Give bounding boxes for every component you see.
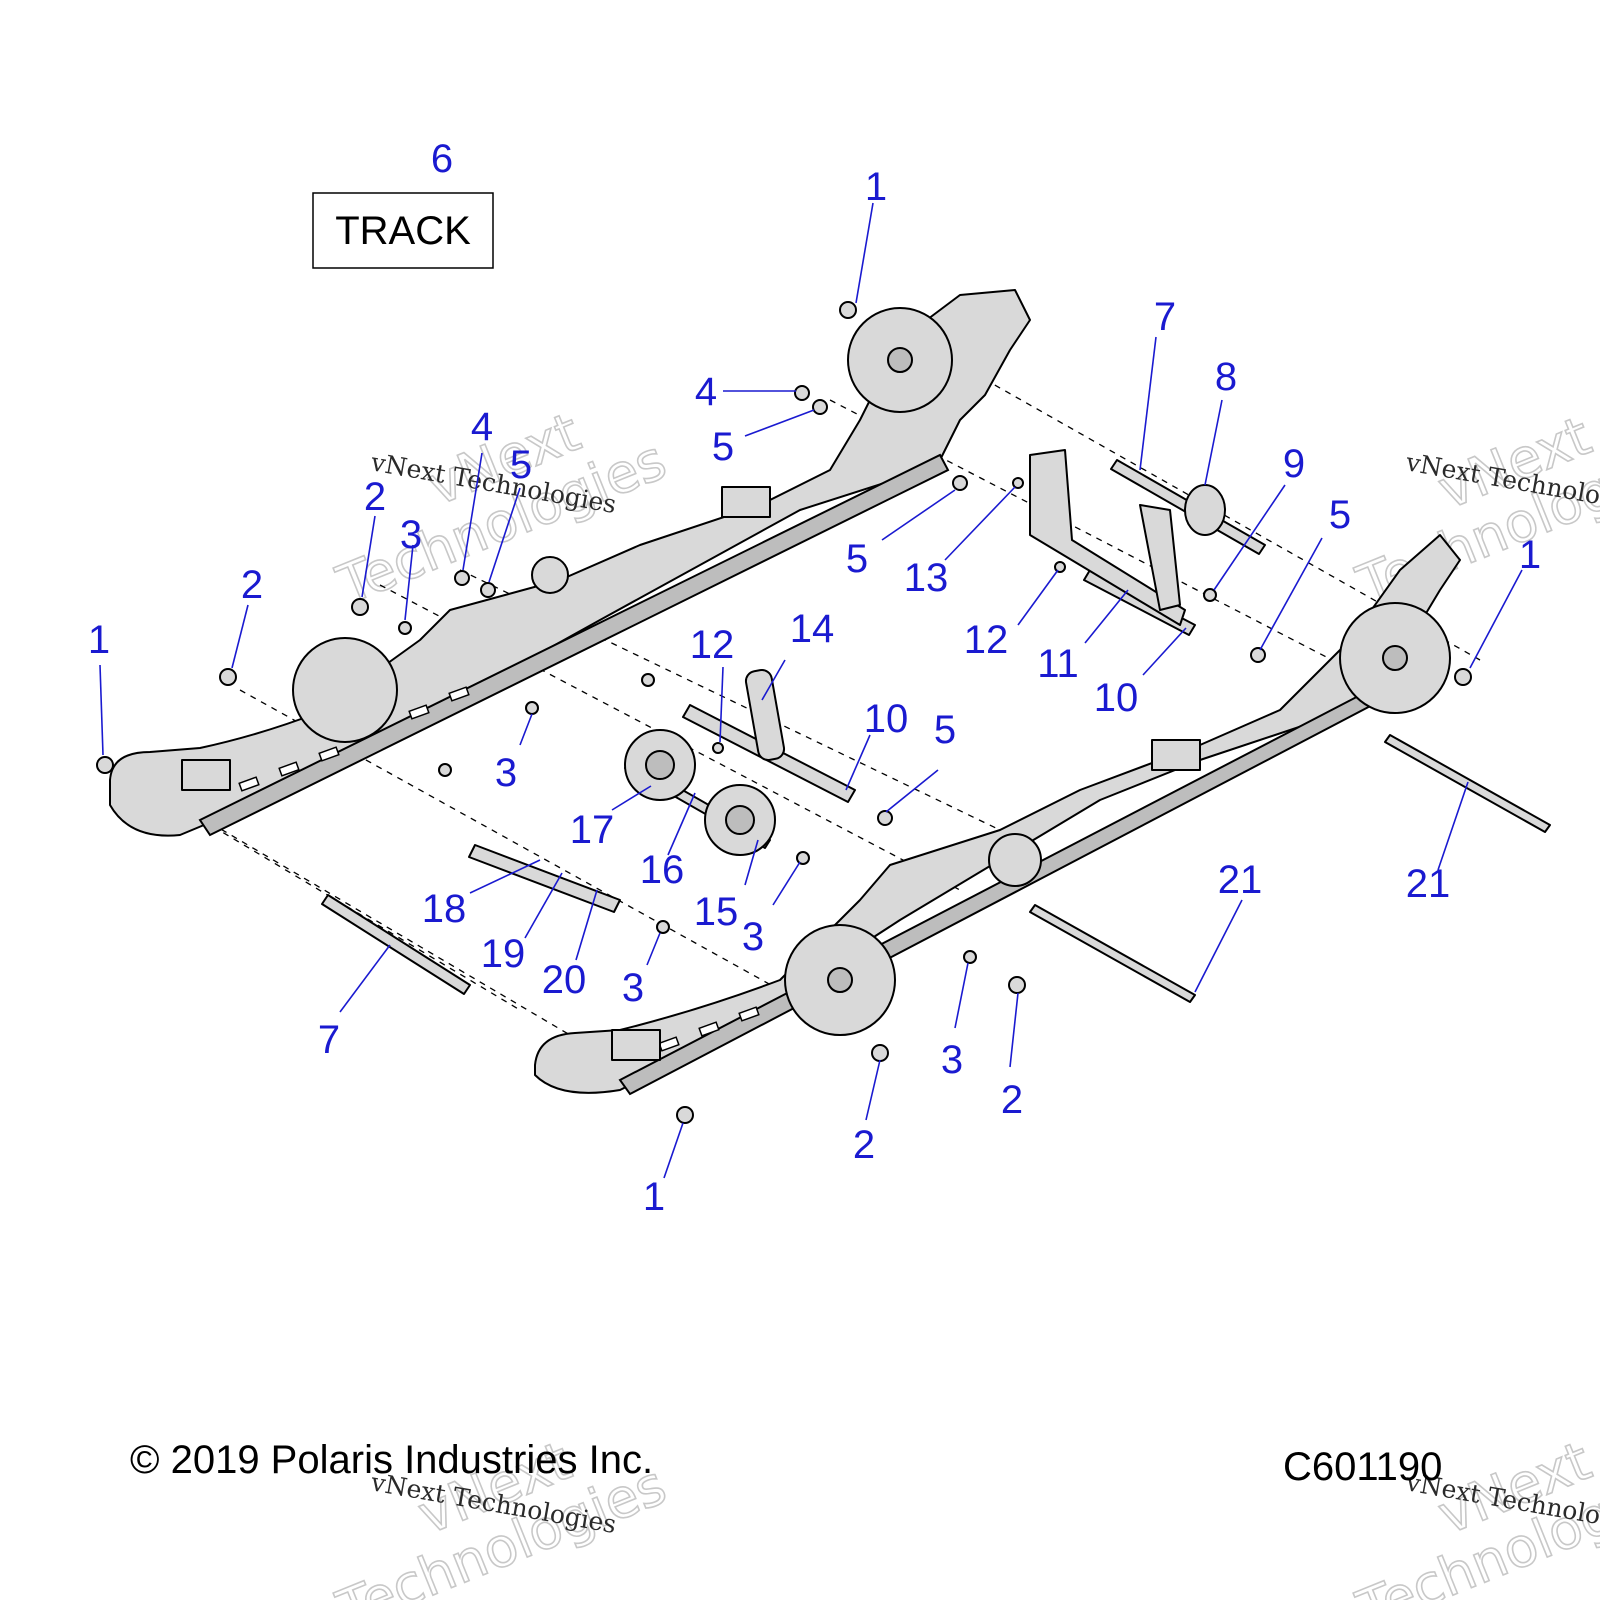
callout-21: 21 [1406, 862, 1451, 906]
callout-10: 10 [864, 697, 909, 741]
left-rail [109, 289, 1031, 837]
callout-12: 12 [964, 618, 1009, 662]
callout-5: 5 [510, 443, 532, 487]
washer [480, 582, 496, 598]
callout-3: 3 [400, 513, 422, 557]
left-rail-tip-block [181, 759, 231, 791]
right-rail-idler [988, 833, 1042, 887]
footer: © 2019 Polaris Industries Inc. C601190 [130, 1438, 1442, 1489]
callout-18: 18 [422, 887, 467, 931]
leader-lines [99, 202, 1523, 1179]
callout-9: 9 [1283, 442, 1305, 486]
rod-21-center [1029, 904, 1196, 1003]
shaft-7-lower [321, 894, 471, 995]
callout-19: 19 [481, 932, 526, 976]
copyright-text: © 2019 Polaris Industries Inc. [130, 1438, 653, 1482]
washer [963, 950, 977, 964]
washer [656, 920, 670, 934]
callout-16: 16 [640, 848, 685, 892]
callout-3: 3 [495, 751, 517, 795]
callout-14: 14 [790, 607, 835, 651]
bolt-head [871, 1044, 889, 1062]
right-rail-block [1151, 739, 1201, 771]
rail-slots [238, 686, 470, 792]
right-rail [534, 534, 1461, 1096]
left-rail-block [721, 486, 771, 518]
bumper-8 [1184, 484, 1226, 536]
washer [438, 763, 452, 777]
callout-13: 13 [904, 556, 949, 600]
callout-4: 4 [695, 370, 717, 414]
washer [1250, 647, 1266, 663]
callout-5: 5 [934, 708, 956, 752]
callout-15: 15 [694, 890, 739, 934]
washer [952, 475, 968, 491]
callout-11: 11 [1037, 642, 1079, 686]
bolt-head [219, 668, 237, 686]
left-rail-wheel-front [292, 637, 398, 743]
washer [398, 621, 412, 635]
right-rail-tip-block [611, 1029, 661, 1061]
nut [1012, 477, 1024, 489]
sleeve-20 [468, 844, 621, 913]
nut [1203, 588, 1217, 602]
callout-3: 3 [622, 966, 644, 1010]
callout-12: 12 [690, 623, 735, 667]
callout-1: 1 [1519, 533, 1541, 577]
callout-1: 1 [865, 165, 887, 209]
washer [525, 701, 539, 715]
nut [794, 385, 810, 401]
washer [796, 851, 810, 865]
bolt-head [1008, 976, 1026, 994]
callout-7: 7 [318, 1018, 340, 1062]
callout-8: 8 [1215, 355, 1237, 399]
callout-7: 7 [1154, 295, 1176, 339]
callout-4: 4 [471, 405, 493, 449]
callout-17: 17 [570, 808, 615, 852]
callout-2: 2 [1001, 1078, 1023, 1122]
bolt-head [1454, 668, 1472, 686]
callout-2: 2 [853, 1123, 875, 1167]
callout-3: 3 [941, 1038, 963, 1082]
callout-2: 2 [241, 563, 263, 607]
callout-5: 5 [846, 537, 868, 581]
bolt-head [839, 301, 857, 319]
callout-1: 1 [88, 618, 110, 662]
callout-21: 21 [1218, 858, 1263, 902]
callout-20: 20 [542, 958, 587, 1002]
callout-3: 3 [742, 915, 764, 959]
bolt-head [676, 1106, 694, 1124]
arm-14 [744, 669, 786, 761]
track-reference: TRACK 6 [312, 137, 494, 269]
callout-numbers: 1 1 1 1 2 2 2 2 2 3 3 3 3 3 3 4 4 5 5 5 … [88, 165, 1541, 1219]
callout-5: 5 [1329, 493, 1351, 537]
bolt-head [351, 598, 369, 616]
nut [454, 570, 470, 586]
left-rail-idler [531, 556, 569, 594]
callout-track: 6 [431, 137, 453, 181]
callout-2: 2 [364, 475, 386, 519]
washer [641, 673, 655, 687]
nut [1054, 561, 1066, 573]
loose-parts [96, 301, 1551, 1124]
callout-1: 1 [643, 1175, 665, 1219]
nut [712, 742, 724, 754]
washer [812, 399, 828, 415]
track-box [312, 192, 494, 269]
washer [877, 810, 893, 826]
figure-code: C601190 [1283, 1445, 1442, 1489]
callout-5: 5 [712, 425, 734, 469]
bolt-head [96, 756, 114, 774]
callout-10: 10 [1094, 676, 1139, 720]
bracket-11b [1139, 504, 1181, 611]
track-label: TRACK [335, 209, 471, 253]
watermark-group: vNext Technologies vNext Technologies vN… [328, 400, 1600, 1600]
